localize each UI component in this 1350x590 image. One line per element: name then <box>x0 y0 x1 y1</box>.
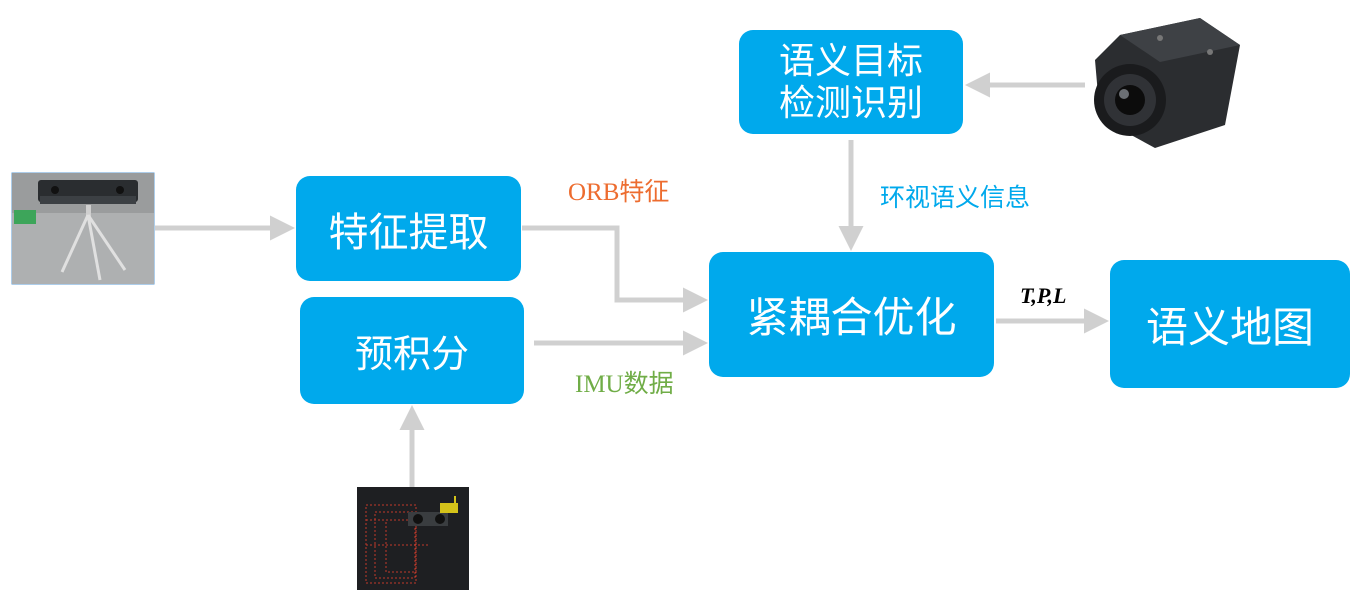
semantic-detection-label-line1: 语义目标 <box>778 41 923 82</box>
preintegration-box: 预积分 <box>300 297 524 404</box>
imu-data-label: IMU数据 <box>575 371 674 398</box>
semantic-detection-label-line2: 检测识别 <box>778 83 923 124</box>
surround-semantic-info-label: 环视语义信息 <box>880 183 1031 212</box>
semantic-map-label: 语义地图 <box>1145 302 1314 352</box>
semantic-map-box: 语义地图 <box>1110 260 1350 388</box>
fisheye-camera-image <box>1094 18 1240 148</box>
semantic-detection-box: 语义目标 检测识别 <box>739 30 963 134</box>
orb-features-label: ORB特征 <box>568 179 670 206</box>
feature-extraction-label: 特征提取 <box>328 209 489 256</box>
tight-coupling-optimization-box: 紧耦合优化 <box>709 252 994 377</box>
arrow-feature-to-optim <box>522 225 708 313</box>
tight-coupling-optimization-label: 紧耦合优化 <box>746 293 957 342</box>
feature-extraction-box: 特征提取 <box>296 176 521 281</box>
output-variables-label: T,P,L <box>1020 283 1067 308</box>
preintegration-label: 预积分 <box>354 332 469 376</box>
stereo-camera-image <box>11 172 155 285</box>
imu-pointcloud-image <box>357 487 469 590</box>
